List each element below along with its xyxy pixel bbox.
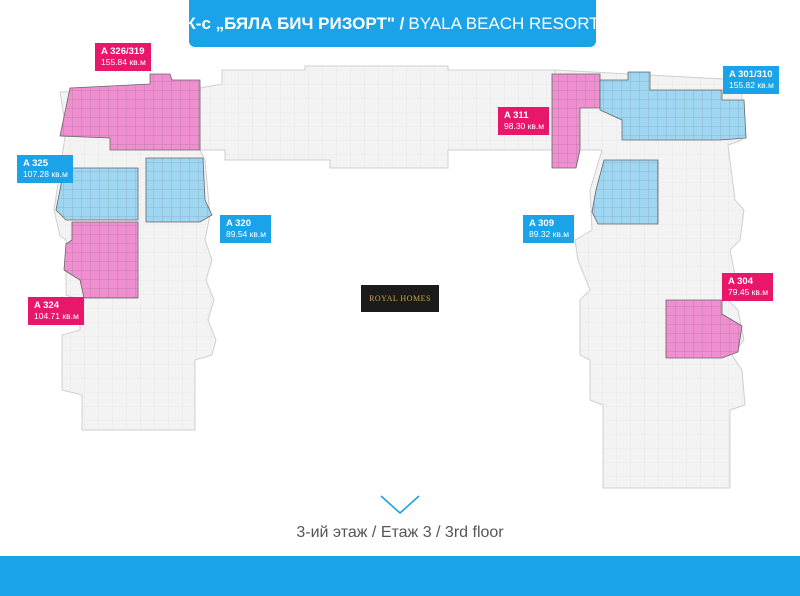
- title-bold: К-с „БЯЛА БИЧ РИЗОРТ" /: [185, 13, 405, 33]
- unit-name: A 311: [504, 110, 529, 121]
- unit-name: A 309: [529, 218, 554, 229]
- unit-name: A 301/310: [729, 69, 773, 80]
- unit-name: A 326/319: [101, 46, 145, 57]
- unit-a301-shape[interactable]: [599, 71, 747, 141]
- unit-a326-shape[interactable]: [59, 73, 201, 151]
- unit-a324-shape[interactable]: [63, 221, 139, 299]
- chevron-down-icon[interactable]: [379, 494, 421, 516]
- unit-badge-a309[interactable]: A 309 89.32 кв.м: [523, 215, 575, 243]
- unit-badge-a304[interactable]: A 304 79.45 кв.м: [722, 273, 774, 301]
- unit-badge-a326[interactable]: A 326/319 155.84 кв.м: [95, 43, 151, 71]
- unit-name: A 325: [23, 158, 48, 169]
- unit-badge-a320[interactable]: A 320 89.54 кв.м: [220, 215, 272, 243]
- page-title: К-с „БЯЛА БИЧ РИЗОРТ" / BYALA BEACH RESO…: [185, 0, 600, 47]
- title-light: BYALA BEACH RESORT: [408, 13, 600, 33]
- unit-a309-shape[interactable]: [591, 159, 659, 225]
- unit-name: A 324: [34, 300, 59, 311]
- footer-bar: [0, 556, 800, 596]
- floor-plan: [53, 65, 747, 489]
- unit-badge-a325[interactable]: A 325 107.28 кв.м: [17, 155, 73, 183]
- unit-a311-shape[interactable]: [551, 73, 601, 169]
- unit-a320-shape[interactable]: [145, 157, 213, 223]
- logo-text: ROYAL HOMES: [369, 294, 431, 303]
- unit-area: 104.71 кв.м: [34, 311, 79, 321]
- royal-homes-logo: ROYAL HOMES: [361, 285, 439, 312]
- unit-area: 155.84 кв.м: [101, 57, 146, 67]
- unit-area: 79.45 кв.м: [728, 287, 769, 297]
- unit-name: A 320: [226, 218, 251, 229]
- unit-area: 89.32 кв.м: [529, 229, 570, 239]
- unit-area: 89.54 кв.м: [226, 229, 267, 239]
- unit-a325-shape[interactable]: [55, 167, 139, 221]
- unit-a304-shape[interactable]: [665, 299, 743, 359]
- unit-area: 98.30 кв.м: [504, 121, 545, 131]
- unit-name: A 304: [728, 276, 753, 287]
- floor-label: 3-ий этаж / Етаж 3 / 3rd floor: [296, 524, 504, 541]
- unit-badge-a301[interactable]: A 301/310 155.82 кв.м: [723, 66, 779, 94]
- unit-badge-a311[interactable]: A 311 98.30 кв.м: [498, 107, 550, 135]
- unit-badge-a324[interactable]: A 324 104.71 кв.м: [28, 297, 84, 325]
- unit-area: 107.28 кв.м: [23, 169, 68, 179]
- unit-area: 155.82 кв.м: [729, 80, 774, 90]
